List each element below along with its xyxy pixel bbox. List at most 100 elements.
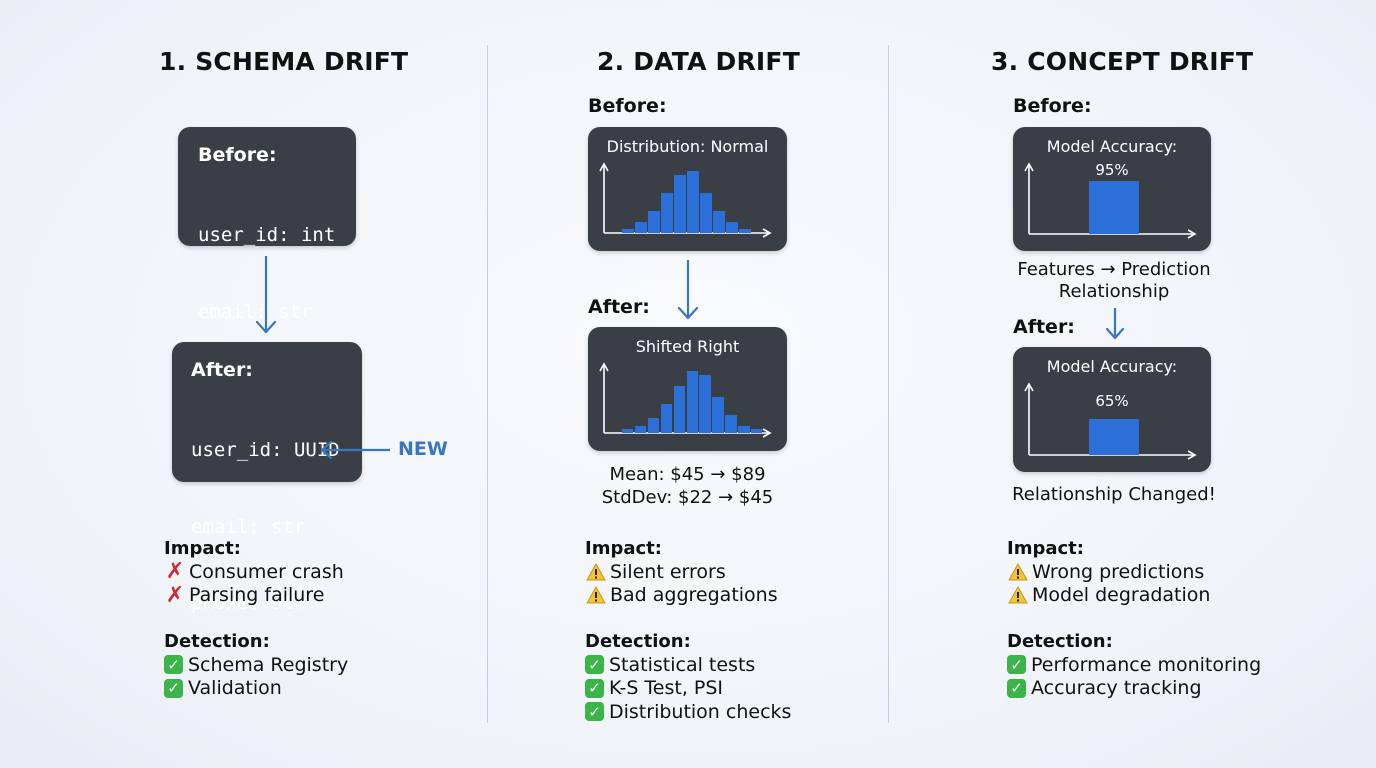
concept-before-accuracy-value: 95%: [1095, 161, 1129, 179]
code-line: email: str: [191, 515, 306, 538]
histogram-bar: [751, 429, 763, 433]
histogram-bar: [700, 192, 712, 233]
mean-change-text: Mean: $45 → $89: [609, 464, 766, 485]
concept-impact-section: Impact: Wrong predictions Model degradat…: [1007, 538, 1210, 607]
check-icon: ✓: [585, 678, 604, 698]
schema-after-label: After:: [191, 359, 253, 381]
impact-item-text: Bad aggregations: [610, 584, 778, 607]
relationship-changed-text: Relationship Changed!: [1012, 484, 1216, 505]
histogram-bar: [622, 429, 634, 433]
impact-heading: Impact:: [164, 538, 241, 559]
impact-item: Bad aggregations: [585, 584, 778, 608]
code-line: user_id: int: [198, 224, 336, 246]
detection-item: ✓Performance monitoring: [1007, 653, 1261, 677]
impact-item: ✗Consumer crash: [164, 559, 344, 585]
schema-before-box: Before: user_id: int email: str: [178, 127, 356, 323]
concept-before-chart-title: Model Accuracy:: [1046, 137, 1178, 156]
warning-icon: [1007, 561, 1029, 583]
check-icon: ✓: [585, 702, 604, 722]
impact-heading: Impact:: [1007, 538, 1084, 559]
check-icon: ✓: [164, 655, 183, 675]
impact-item: ✗Parsing failure: [164, 582, 344, 608]
histogram-bar: [661, 192, 673, 233]
impact-heading: Impact:: [585, 538, 662, 559]
histogram-bar: [686, 371, 698, 433]
detection-item-text: Accuracy tracking: [1031, 677, 1202, 700]
schema-impact-section: Impact: ✗Consumer crash ✗Parsing failure: [164, 538, 344, 608]
detection-item: ✓Distribution checks: [585, 700, 791, 724]
relationship-text: Relationship: [1058, 281, 1170, 302]
detection-item-text: Performance monitoring: [1031, 653, 1262, 676]
data-after-chart-box: Shifted Right: [588, 327, 787, 451]
concept-detection-section: Detection: ✓Performance monitoring ✓Accu…: [1007, 631, 1261, 700]
data-before-chart-axes: [599, 162, 772, 238]
data-down-arrow-icon: [677, 260, 699, 320]
check-icon: ✓: [1007, 678, 1026, 698]
data-before-histogram: [622, 167, 752, 233]
schema-after-code: user_id: UUID email: str phone: str: [191, 387, 340, 668]
histogram-bar: [673, 385, 686, 433]
schema-before-code: user_id: int email: str: [198, 172, 335, 376]
histogram-bar: [648, 211, 660, 233]
column-divider-right: [888, 45, 889, 723]
histogram-bar: [713, 211, 725, 233]
impact-item-text: Silent errors: [610, 560, 726, 583]
histogram-bar: [687, 171, 699, 233]
schema-detection-section: Detection: ✓Schema Registry ✓Validation: [164, 631, 348, 700]
histogram-bar: [674, 174, 686, 233]
concept-after-accuracy-value: 65%: [1095, 392, 1129, 410]
new-field-label: NEW: [398, 438, 448, 460]
schema-drift-title: 1. SCHEMA DRIFT: [159, 47, 409, 76]
data-detection-section: Detection: ✓Statistical tests ✓K-S Test,…: [585, 631, 791, 724]
impact-item: Wrong predictions: [1007, 560, 1210, 584]
detection-heading: Detection:: [1007, 631, 1113, 652]
concept-after-chart-box: Model Accuracy: 65%: [1013, 347, 1211, 472]
schema-down-arrow-icon: [255, 256, 277, 334]
impact-item: Model degradation: [1007, 584, 1210, 608]
concept-after-label: After:: [1013, 316, 1075, 338]
histogram-bar: [738, 425, 750, 433]
cross-icon: ✗: [165, 582, 185, 608]
histogram-bar: [699, 374, 711, 433]
warning-icon: [585, 561, 607, 583]
detection-item-text: Statistical tests: [609, 653, 756, 676]
warning-icon: [585, 584, 607, 606]
stddev-change-text: StdDev: $22 → $45: [601, 487, 774, 508]
concept-drift-title: 3. CONCEPT DRIFT: [991, 47, 1254, 76]
new-field-arrow-icon: [320, 440, 390, 460]
detection-item: ✓Schema Registry: [164, 653, 348, 677]
schema-before-label: Before:: [198, 144, 277, 166]
warning-icon: [1007, 584, 1029, 606]
data-after-chart-axes: [599, 362, 772, 438]
histogram-bar: [725, 414, 737, 433]
impact-item-text: Model degradation: [1032, 584, 1211, 607]
histogram-bar: [647, 418, 660, 433]
data-after-chart-title: Shifted Right: [635, 337, 740, 356]
impact-item-text: Wrong predictions: [1032, 560, 1205, 583]
concept-down-arrow-icon: [1105, 308, 1125, 340]
impact-item: Silent errors: [585, 560, 778, 584]
check-icon: ✓: [164, 678, 183, 698]
concept-before-accuracy-bar: [1089, 181, 1139, 234]
detection-item: ✓Accuracy tracking: [1007, 677, 1261, 701]
cross-icon: ✗: [165, 559, 185, 585]
data-before-label: Before:: [588, 95, 667, 117]
column-divider-left: [487, 45, 488, 723]
detection-item-text: Validation: [188, 677, 282, 700]
data-before-chart-title: Distribution: Normal: [606, 137, 769, 156]
histogram-bar: [634, 425, 647, 433]
detection-item-text: Distribution checks: [609, 700, 792, 723]
histogram-bar: [635, 222, 647, 233]
detection-heading: Detection:: [164, 631, 270, 652]
concept-after-chart-title: Model Accuracy:: [1046, 357, 1178, 376]
detection-item: ✓Statistical tests: [585, 653, 791, 677]
detection-item-text: K-S Test, PSI: [609, 677, 724, 700]
data-after-label: After:: [588, 296, 650, 318]
concept-after-accuracy-bar: [1089, 419, 1139, 455]
data-stats-caption: Mean: $45 → $89 StdDev: $22 → $45: [588, 463, 787, 509]
detection-heading: Detection:: [585, 631, 691, 652]
concept-before-chart-box: Model Accuracy: 95%: [1013, 127, 1211, 251]
code-line: email: str: [198, 300, 313, 323]
histogram-bar: [726, 222, 738, 233]
concept-after-chart-axes: [1024, 382, 1197, 460]
